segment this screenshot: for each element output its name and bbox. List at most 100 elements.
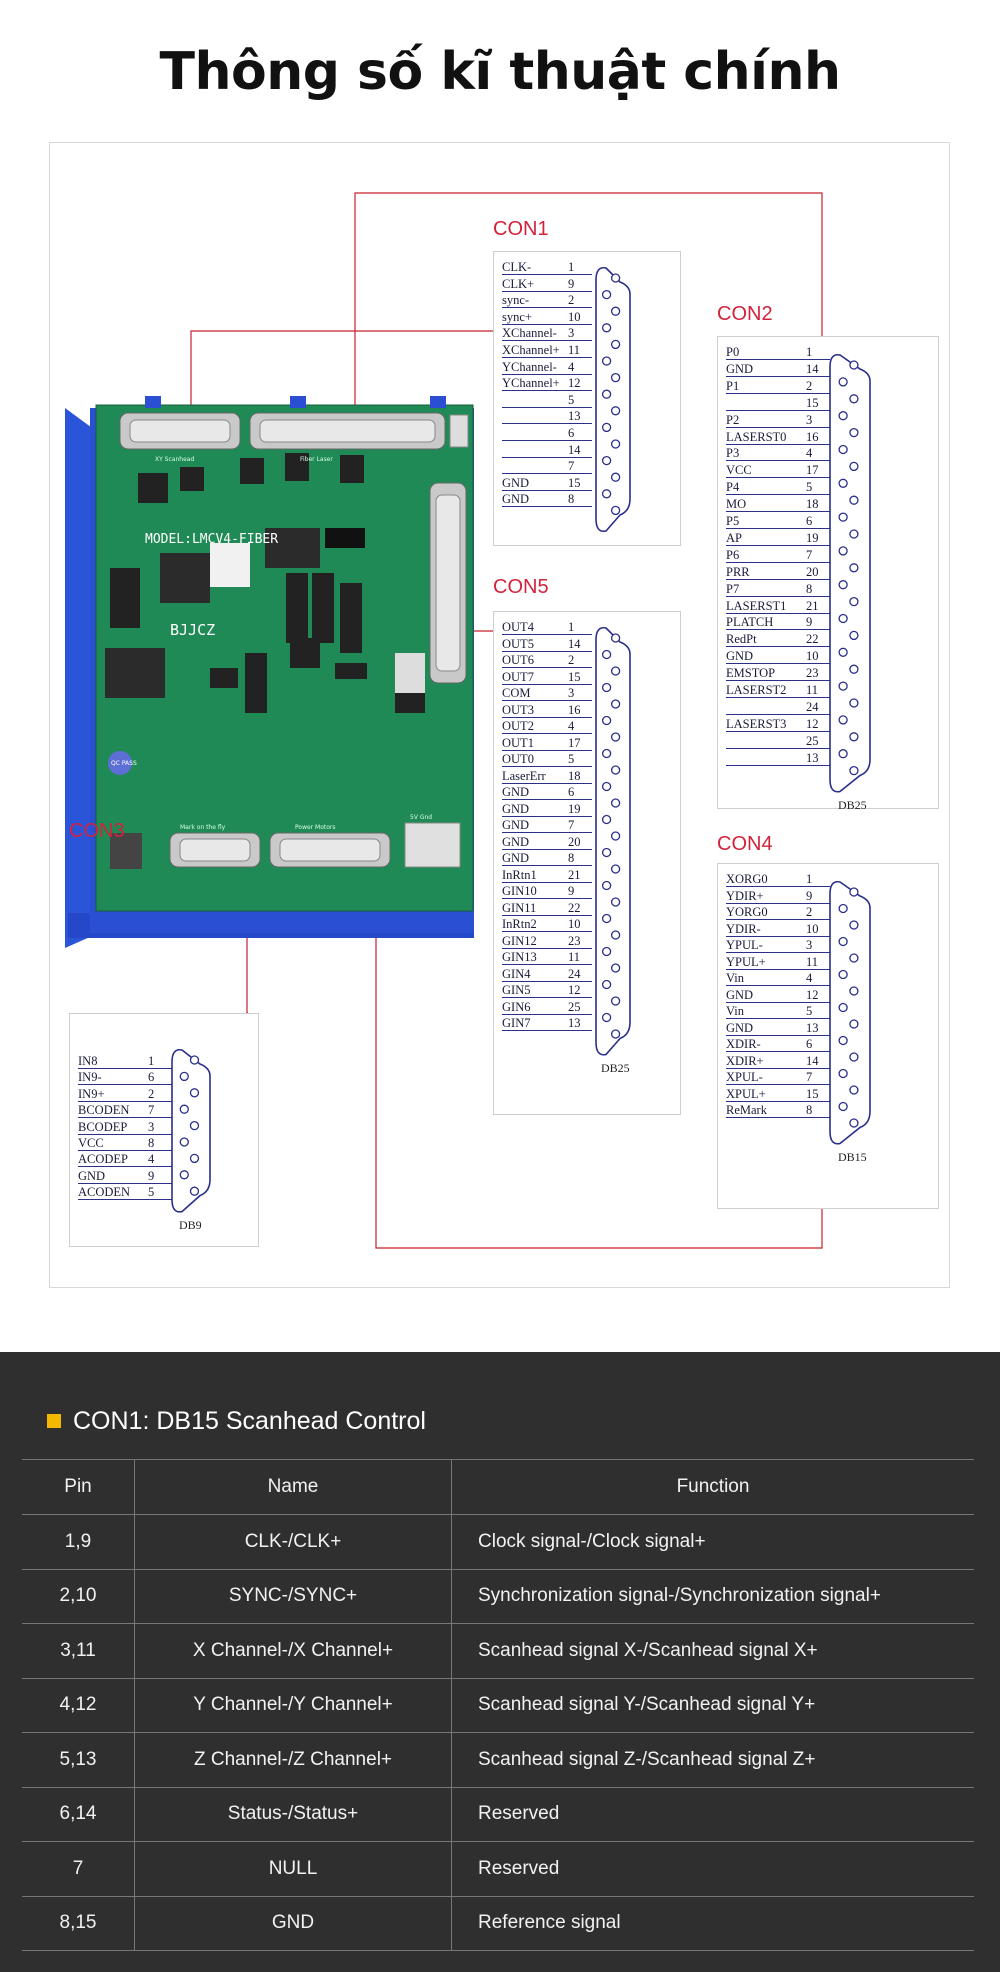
pin-hole [849, 495, 859, 505]
pin-number: 13 [806, 1020, 819, 1035]
pin-hole [838, 411, 848, 421]
pin-hole [189, 1153, 200, 1164]
pin-wire [726, 528, 830, 529]
cell-pin: 4,12 [22, 1677, 135, 1733]
table-header-row: Pin Name Function [22, 1459, 974, 1515]
pin-number: 7 [568, 818, 575, 832]
pin-row: 13 [502, 409, 592, 425]
pin-row: LaserErr 18 [502, 769, 592, 785]
pin-hole [849, 1085, 859, 1095]
pin-hole [838, 1035, 848, 1046]
pin-signal-name: ACODEP [78, 1152, 129, 1167]
pin-wire [502, 700, 592, 701]
pin-row: 6 [502, 426, 592, 442]
pin-hole [601, 649, 612, 660]
pin-signal-name: IN9- [78, 1070, 102, 1085]
pin-signal-name: InRtn2 [502, 917, 537, 931]
pin-wire [78, 1199, 172, 1201]
pin-row: IN9-6 [78, 1070, 172, 1086]
pin-signal-name: YChannel+ [502, 376, 560, 391]
pin-number: 23 [806, 666, 819, 681]
pin-hole [849, 953, 859, 963]
pin-signal-name: LASERST0 [726, 429, 787, 444]
pin-signal-name: P3 [726, 446, 740, 461]
pin-number: 10 [806, 921, 819, 936]
cell-pin: 3,11 [22, 1623, 135, 1679]
board-brand-text: BJJCZ [170, 621, 215, 639]
pin-hole [610, 699, 621, 709]
pin-signal-name: XPUL+ [726, 1086, 766, 1101]
pin-hole [601, 748, 612, 759]
pin-hole [601, 682, 612, 693]
pin-row: sync-2 [502, 293, 592, 309]
pin-number: 24 [806, 699, 819, 714]
pin-hole [838, 512, 848, 522]
pin-wire [726, 494, 830, 496]
db-shell-icon [595, 626, 631, 1056]
pin-number: 12 [568, 376, 581, 391]
pin-row: XPUL-7 [726, 1070, 830, 1086]
pin-signal-name: LaserErr [502, 768, 546, 783]
pin-hole [610, 930, 621, 940]
pin-wire [726, 935, 830, 937]
pin-number: 23 [568, 933, 581, 948]
pin-hole [601, 913, 612, 924]
db-shell-icon [829, 353, 871, 793]
pin-number: 14 [806, 1053, 819, 1068]
pin-wire [726, 747, 830, 749]
pin-hole [610, 765, 621, 775]
pin-signal-name: YORG0 [726, 905, 768, 919]
pin-row: IN9+2 [78, 1087, 172, 1103]
pin-wire [726, 680, 830, 682]
table-row: 8,15 GND Reference signal [22, 1895, 974, 1951]
pin-wire [502, 947, 592, 949]
board-small-label: 5V Gnd [410, 814, 432, 821]
pin-number: 12 [806, 716, 819, 731]
table-row: 3,11 X Channel-/X Channel+ Scanhead sign… [22, 1623, 974, 1679]
pin-row: sync+10 [502, 310, 592, 326]
pin-number: 18 [568, 768, 581, 783]
pin-hole [610, 505, 621, 516]
pin-signal-name: XPUL- [726, 1070, 763, 1084]
cell-name: GND [134, 1895, 452, 1951]
pin-number: 5 [806, 1004, 813, 1018]
pin-wire [502, 506, 592, 508]
pin-number: 3 [806, 938, 813, 952]
pin-number: 24 [568, 966, 581, 981]
cell-function: Reserved [451, 1786, 974, 1842]
pin-wire [502, 423, 592, 425]
pin-hole [838, 478, 848, 488]
pin-wire [502, 749, 592, 751]
pin-signal-name: Vin [726, 971, 744, 985]
pin-hole [601, 715, 612, 726]
side-db25 [429, 482, 467, 684]
pin-number: 6 [806, 1037, 813, 1051]
pin-number: 2 [568, 653, 575, 667]
pin-number: 19 [806, 530, 819, 545]
pin-hole [601, 880, 612, 891]
pin-wire [502, 832, 592, 833]
pin-number: 2 [568, 293, 575, 308]
usb-port [110, 833, 142, 869]
cell-pin: 2,10 [22, 1568, 135, 1624]
pin-wire [502, 716, 592, 718]
pin-hole [849, 461, 859, 472]
pin-hole [838, 936, 848, 947]
